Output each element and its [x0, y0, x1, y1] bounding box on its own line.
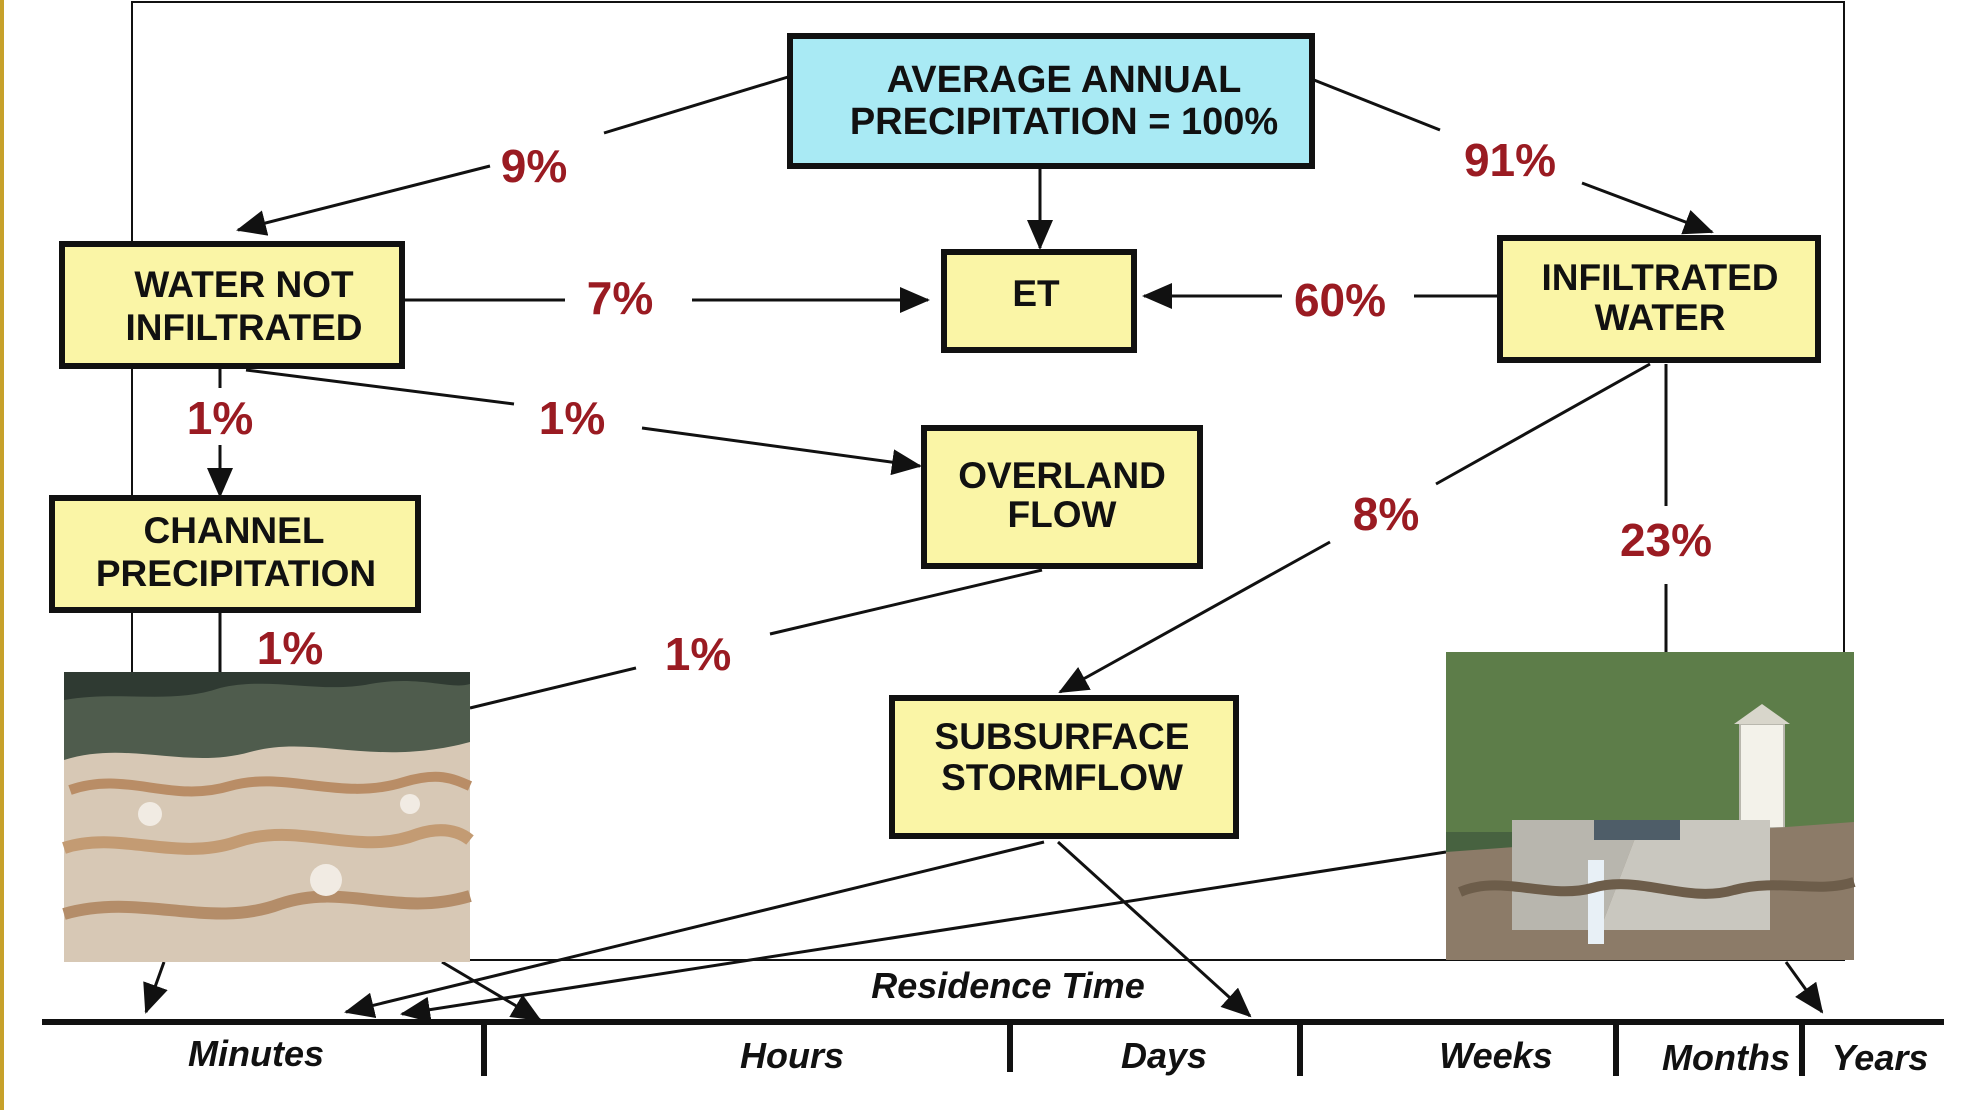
box-average-annual-precipitation: AVERAGE ANNUAL PRECIPITATION = 100%: [787, 33, 1315, 169]
precip-label-line2: PRECIPITATION = 100%: [850, 101, 1278, 143]
percent-infiltrated-to-et: 60%: [1294, 274, 1386, 326]
infiltrated-label-line1: INFILTRATED: [1541, 257, 1778, 298]
box-infiltrated-water: INFILTRATED WATER: [1497, 235, 1821, 363]
percent-to-overland: 1%: [539, 392, 605, 444]
timeline-label-minutes: Minutes: [188, 1033, 324, 1074]
box-et: ET: [941, 249, 1137, 353]
residence-time-title: Residence Time: [871, 965, 1144, 1006]
connector-right-photo-to-years: [1784, 961, 1824, 1014]
connector-baseflow-to-minutes: [400, 850, 1447, 1023]
infiltrated-label-line2: WATER: [1595, 297, 1726, 338]
percent-to-infiltrated: 91%: [1464, 134, 1556, 186]
timeline-label-weeks: Weeks: [1439, 1035, 1552, 1076]
slide-edge-strip: [0, 0, 4, 1110]
subsurface-label-line2: STORMFLOW: [941, 757, 1183, 798]
connector-overland-to-minutes-a: [769, 568, 1043, 636]
overland-label-line2: FLOW: [1008, 494, 1117, 535]
percent-to-subsurface: 8%: [1353, 488, 1419, 540]
not-infiltrated-label-line2: INFILTRATED: [125, 307, 362, 348]
percent-to-channel: 1%: [187, 392, 253, 444]
et-label: ET: [1012, 273, 1060, 314]
percent-not-infiltrated-to-et: 7%: [587, 272, 653, 324]
percent-to-not-infiltrated: 9%: [501, 140, 567, 192]
box-overland-flow: OVERLAND FLOW: [921, 425, 1203, 569]
connector-precip-to-infiltrated-a: [1313, 78, 1441, 132]
connector-subsurface-to-minutes: [344, 840, 1045, 1019]
not-infiltrated-label-line1: WATER NOT: [134, 264, 354, 305]
channel-label-line2: PRECIPITATION: [96, 553, 376, 594]
box-subsurface-stormflow: SUBSURFACE STORMFLOW: [889, 695, 1239, 839]
subsurface-label-line1: SUBSURFACE: [935, 716, 1190, 757]
percent-labels: 9% 91% 7% 60% 1% 1% 1% 1% 8% 23%: [187, 134, 1712, 680]
connector-precip-to-not-infiltrated-a: [603, 75, 789, 135]
connector-not-infiltrated-to-overland-a: [245, 368, 515, 406]
connector-left-photo-to-timeline-b: [441, 960, 542, 1022]
timeline-label-days: Days: [1121, 1035, 1207, 1076]
residence-time-axis: Residence Time Minutes Hours Days Weeks …: [42, 965, 1944, 1078]
percent-overland-to-minutes: 1%: [665, 628, 731, 680]
weir-gauging-station-photo: [1446, 652, 1856, 960]
box-water-not-infiltrated: WATER NOT INFILTRATED: [59, 241, 405, 369]
connector-precip-to-not-infiltrated-b: [236, 164, 491, 236]
timeline-label-months: Months: [1662, 1037, 1790, 1078]
box-channel-precipitation: CHANNEL PRECIPITATION: [49, 495, 421, 613]
overland-label-line1: OVERLAND: [958, 455, 1166, 496]
percent-channel-to-minutes: 1%: [257, 622, 323, 674]
flooding-stream-photo: [62, 672, 474, 962]
connector-overland-to-minutes-b: [469, 666, 637, 710]
connector-left-photo-to-timeline-a: [143, 961, 168, 1014]
percent-to-baseflow: 23%: [1620, 514, 1712, 566]
flow-connectors: [143, 75, 1824, 1023]
connector-precip-to-infiltrated-b: [1581, 181, 1714, 235]
timeline-label-years: Years: [1832, 1037, 1929, 1078]
channel-label-line1: CHANNEL: [144, 510, 325, 551]
timeline-label-hours: Hours: [740, 1035, 844, 1076]
precip-label-line1: AVERAGE ANNUAL: [887, 59, 1242, 101]
connector-infiltrated-to-subsurface-b: [1058, 540, 1331, 694]
connector-subsurface-to-days: [1056, 840, 1252, 1018]
connector-infiltrated-to-subsurface-a: [1435, 362, 1651, 486]
connector-not-infiltrated-to-overland-b: [641, 426, 922, 476]
slide-frame: [131, 1, 1845, 961]
